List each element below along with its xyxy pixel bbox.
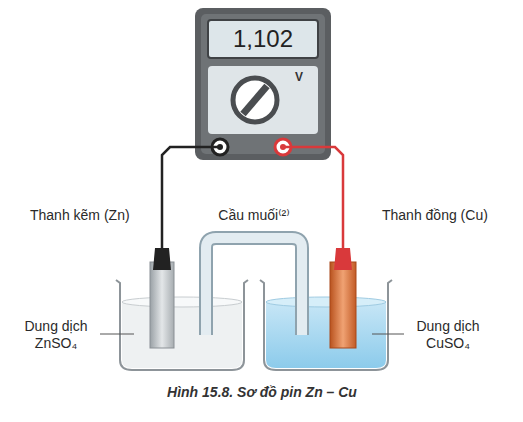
salt-bridge-label: Cầu muối⁽²⁾ bbox=[218, 207, 289, 224]
salt-bridge bbox=[206, 238, 302, 335]
znso4-label: Dung dịch ZnSO₄ bbox=[14, 318, 98, 352]
voltmeter bbox=[195, 8, 331, 160]
dial-panel bbox=[208, 66, 318, 134]
voltmeter-bezel bbox=[201, 14, 325, 154]
beaker-glass bbox=[260, 280, 392, 370]
leader-line bbox=[100, 334, 134, 335]
copper-rod-label: Thanh đồng (Cu) bbox=[382, 207, 488, 224]
voltmeter: 1,102V bbox=[195, 8, 331, 160]
voltage-reading: 1,102 bbox=[208, 20, 318, 58]
cuso4-surface bbox=[266, 297, 386, 307]
zinc-beaker bbox=[116, 248, 248, 370]
black-clip bbox=[153, 248, 171, 270]
red-clip bbox=[334, 248, 352, 270]
leader-line bbox=[372, 334, 404, 335]
zinc-bar bbox=[150, 262, 174, 348]
salt-bridge-outline bbox=[206, 238, 302, 335]
black-wire bbox=[162, 147, 220, 250]
voltmeter-case bbox=[195, 8, 331, 160]
copper-beaker bbox=[260, 248, 392, 370]
cuso4-solution bbox=[266, 302, 386, 368]
selector-dial bbox=[233, 78, 277, 122]
dial-knob bbox=[243, 86, 267, 114]
beaker-glass bbox=[116, 280, 248, 370]
cuso4-label: Dung dịch CuSO₄ bbox=[406, 318, 490, 352]
red-wire bbox=[283, 147, 343, 250]
znso4-surface bbox=[122, 297, 242, 307]
copper-bar bbox=[330, 262, 356, 348]
display bbox=[208, 20, 318, 58]
figure-caption: Hình 15.8. Sơ đồ pin Zn – Cu bbox=[167, 384, 357, 401]
znso4-solution bbox=[122, 302, 242, 368]
unit-symbol: V bbox=[287, 68, 311, 86]
zinc-rod-label: Thanh kẽm (Zn) bbox=[30, 207, 130, 224]
wires bbox=[162, 147, 343, 250]
